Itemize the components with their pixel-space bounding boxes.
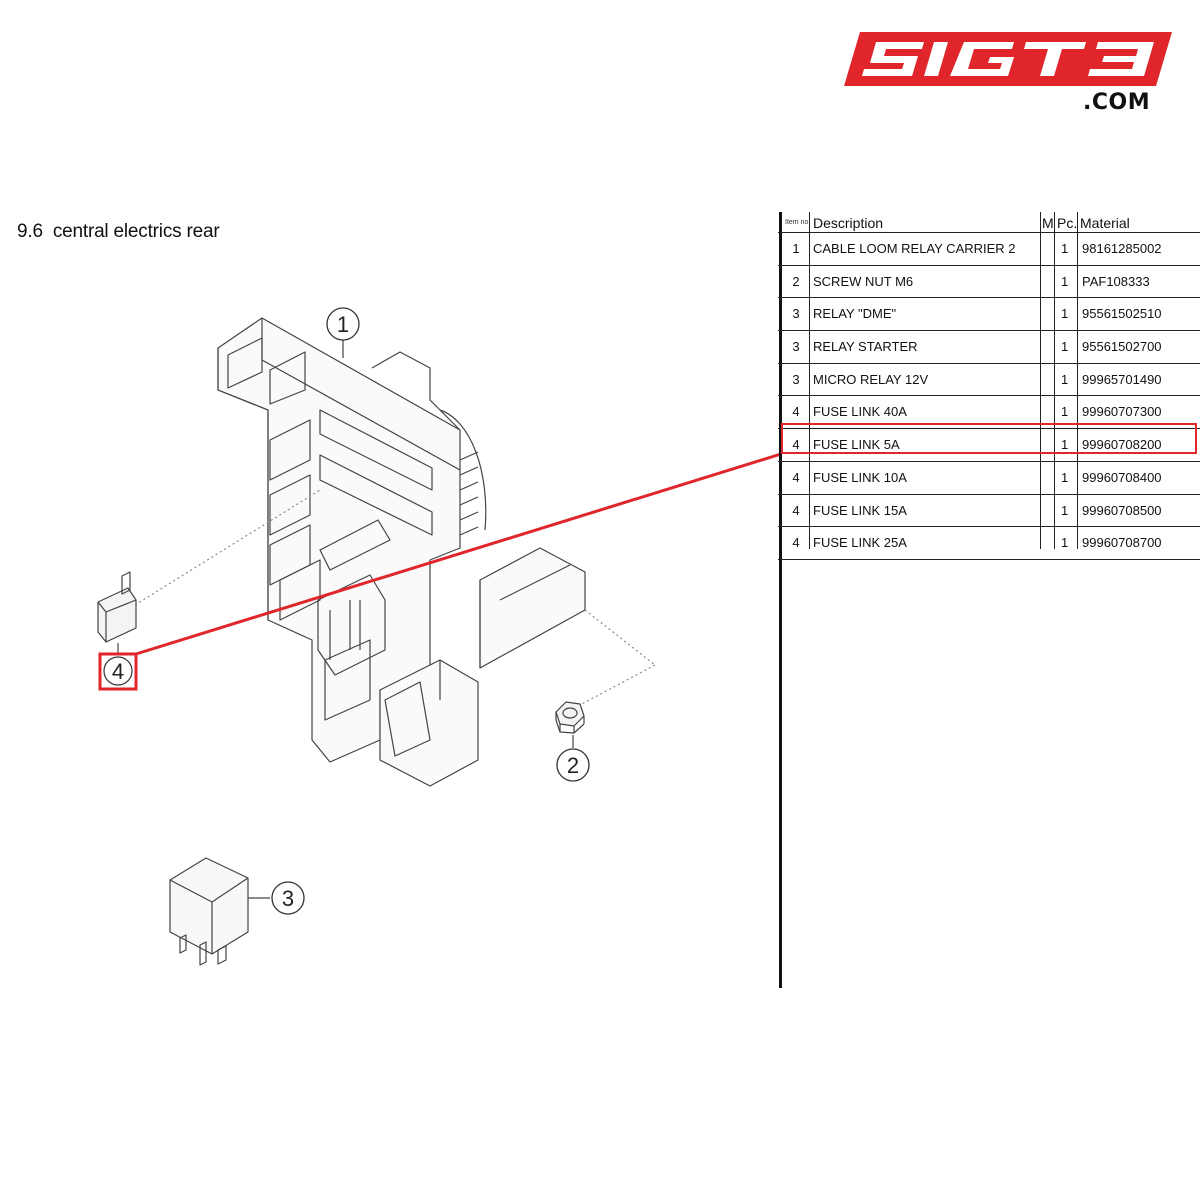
- cell-description: FUSE LINK 10A: [813, 469, 907, 485]
- svg-text:4: 4: [112, 659, 124, 684]
- table-row[interactable]: 4 FUSE LINK 25A 1 99960708700: [778, 526, 1200, 560]
- section-title: central electrics rear: [52, 221, 220, 242]
- cell-description: FUSE LINK 40A: [813, 404, 907, 420]
- cell-pc: 1: [1061, 371, 1069, 387]
- header-material: Material: [1080, 215, 1130, 231]
- cell-pc: 1: [1061, 502, 1069, 518]
- cell-description: RELAY "DME": [813, 306, 897, 322]
- cell-item-no: 3: [792, 306, 800, 322]
- cell-description: SCREW NUT M6: [813, 273, 914, 289]
- cell-item-no: 4: [792, 535, 800, 551]
- cell-item-no: 4: [792, 437, 800, 453]
- table-row[interactable]: 3 RELAY "DME" 1 95561502510: [778, 297, 1200, 330]
- cell-material: 98161285002: [1082, 241, 1162, 256]
- cell-description: CABLE LOOM RELAY CARRIER 2: [813, 241, 1016, 256]
- cell-pc: 1: [1061, 404, 1069, 420]
- cell-item-no: 4: [792, 404, 800, 420]
- cell-material: PAF108333: [1082, 273, 1150, 289]
- callout-2: 2: [556, 748, 590, 782]
- cell-pc: 1: [1061, 241, 1069, 256]
- table-row[interactable]: 4 FUSE LINK 15A 1 99960708500: [778, 493, 1200, 527]
- cell-pc: 1: [1061, 469, 1069, 485]
- cell-description: MICRO RELAY 12V: [813, 371, 929, 387]
- callout-3: 3: [271, 881, 305, 915]
- header-item-no: Item no.: [785, 219, 811, 226]
- cell-item-no: 4: [792, 502, 800, 518]
- callout-1: 1: [326, 307, 360, 341]
- cell-description: FUSE LINK 25A: [813, 535, 907, 551]
- screw-nut-drawing: [555, 701, 585, 734]
- table-row[interactable]: 3 MICRO RELAY 12V 1 99965701490: [778, 362, 1200, 396]
- cell-material: 95561502700: [1082, 339, 1162, 355]
- cell-item-no: 2: [792, 273, 800, 289]
- cell-description: RELAY STARTER: [813, 339, 918, 355]
- cell-item-no: 4: [792, 469, 800, 485]
- cell-material: 99960708500: [1082, 502, 1162, 518]
- sigt3-logo: [844, 32, 1172, 86]
- relay-carrier-drawing: [217, 317, 586, 787]
- cell-description: FUSE LINK 15A: [813, 502, 907, 518]
- cell-material: 95561502510: [1082, 306, 1162, 322]
- cell-pc: 1: [1061, 273, 1069, 289]
- cell-pc: 1: [1061, 339, 1069, 355]
- table-row[interactable]: 2 SCREW NUT M6 1 PAF108333: [778, 264, 1200, 298]
- callout-4: 4: [98, 652, 138, 691]
- cell-material: 99960707300: [1082, 404, 1162, 420]
- cell-material: 99965701490: [1082, 371, 1162, 387]
- highlight-connector-line: [135, 452, 780, 656]
- cell-item-no: 1: [792, 241, 800, 256]
- svg-text:2: 2: [567, 753, 579, 778]
- cell-pc: 1: [1061, 535, 1069, 551]
- cell-item-no: 3: [792, 371, 800, 387]
- header-pc: Pc.: [1057, 215, 1078, 231]
- header-m: M: [1042, 215, 1054, 231]
- svg-text:3: 3: [282, 886, 294, 911]
- section-number: 9.6: [17, 221, 43, 242]
- svg-text:1: 1: [337, 312, 349, 337]
- table-row[interactable]: 4 FUSE LINK 40A 1 99960707300: [778, 395, 1200, 428]
- cell-description: FUSE LINK 5A: [813, 437, 900, 453]
- cell-item-no: 3: [792, 339, 800, 355]
- table-body: 1 CABLE LOOM RELAY CARRIER 2 1 98161285002 2…: [778, 232, 1200, 560]
- fuse-drawing: [97, 571, 137, 643]
- table-row[interactable]: 4 FUSE LINK 5A 1 99960708200: [778, 428, 1200, 461]
- table-row[interactable]: 1 CABLE LOOM RELAY CARRIER 2 1 98161285002: [778, 232, 1200, 265]
- cell-pc: 1: [1061, 306, 1069, 322]
- table-left-rule: [779, 212, 782, 988]
- cell-pc: 1: [1061, 437, 1069, 453]
- header-description: Description: [813, 215, 884, 231]
- highlighted-row-frame: [781, 423, 1197, 454]
- cell-material: 99960708700: [1082, 535, 1162, 551]
- table-row[interactable]: 4 FUSE LINK 10A 1 99960708400: [778, 460, 1200, 494]
- logo-domain-suffix: .COM: [1083, 90, 1151, 115]
- exploded-parts-diagram: 1 2 3 4: [97, 307, 780, 966]
- relay-drawing: [169, 857, 270, 966]
- page-title: 9.6 central electrics rear: [17, 221, 220, 243]
- cell-material: 99960708400: [1082, 469, 1162, 485]
- cell-material: 99960708200: [1082, 437, 1162, 453]
- table-row[interactable]: 3 RELAY STARTER 1 95561502700: [778, 330, 1200, 363]
